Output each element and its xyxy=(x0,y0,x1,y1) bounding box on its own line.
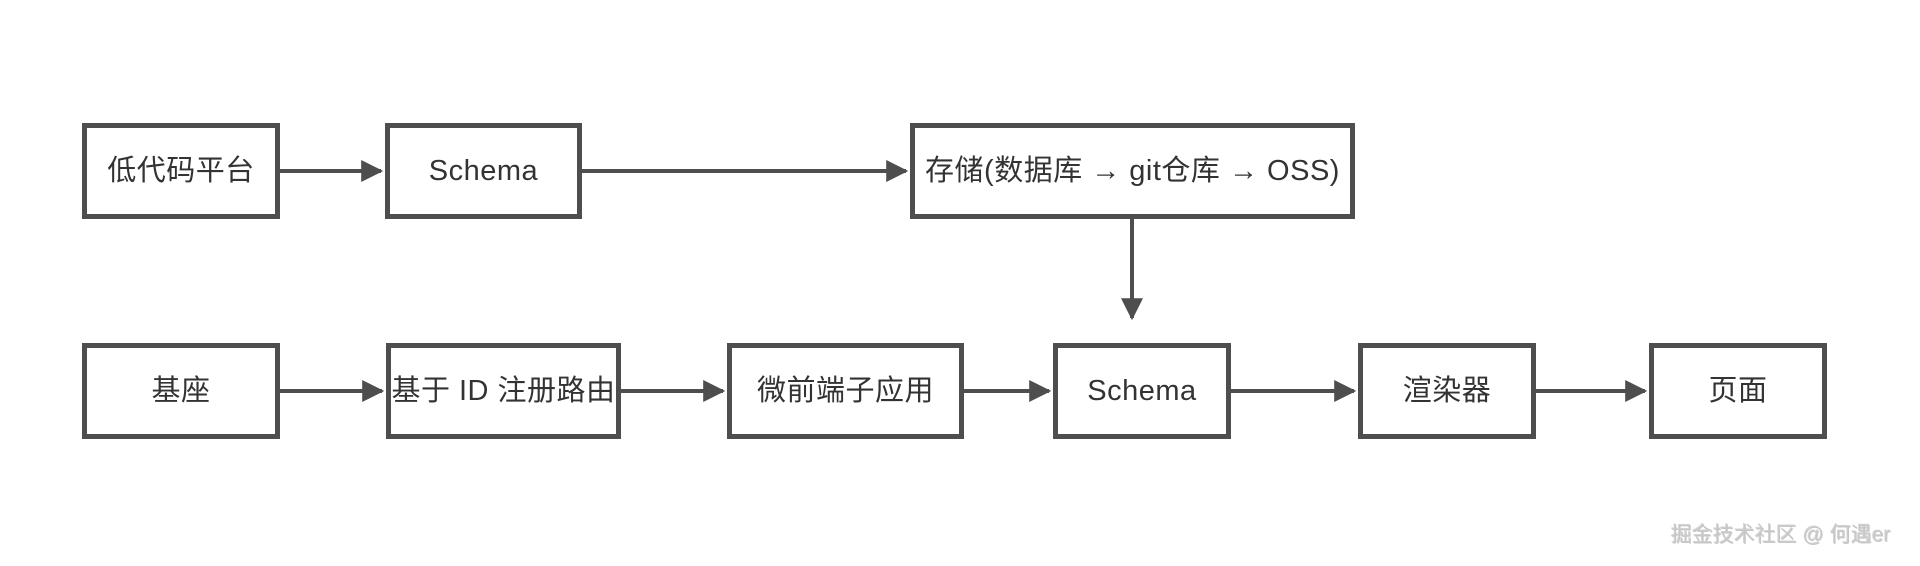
node-label-micro-frontend-app: 微前端子应用 xyxy=(756,374,934,407)
node-label-storage: 存储(数据库 → git仓库 → OSS) xyxy=(925,154,1340,187)
node-label-base-app: 基座 xyxy=(151,374,211,407)
node-label-schema-top: Schema xyxy=(428,154,539,187)
node-label-schema-bottom: Schema xyxy=(1087,374,1197,407)
node-label-low-code-platform: 低代码平台 xyxy=(107,154,255,187)
node-label-renderer: 渲染器 xyxy=(1402,374,1492,407)
node-schema-bottom: Schema xyxy=(1053,343,1231,439)
node-label-page: 页面 xyxy=(1708,374,1768,407)
edge-group xyxy=(280,160,1648,402)
node-micro-frontend-app: 微前端子应用 xyxy=(727,343,964,439)
node-renderer: 渲染器 xyxy=(1358,343,1536,439)
node-storage: 存储(数据库 → git仓库 → OSS) xyxy=(910,123,1355,219)
node-label-register-route: 基于 ID 注册路由 xyxy=(391,374,616,407)
node-register-route: 基于 ID 注册路由 xyxy=(386,343,621,439)
node-base-app: 基座 xyxy=(82,343,280,439)
watermark: 掘金技术社区 @ 何遇er xyxy=(1671,524,1891,547)
node-low-code-platform: 低代码平台 xyxy=(82,123,280,219)
node-schema-top: Schema xyxy=(385,123,582,219)
node-page: 页面 xyxy=(1649,343,1827,439)
